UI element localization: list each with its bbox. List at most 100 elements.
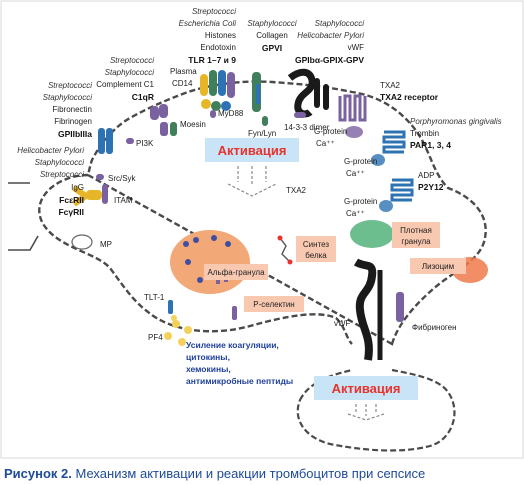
gpvi-line: Collagen xyxy=(256,31,288,40)
itam-label: ITAM xyxy=(114,196,133,205)
tlr-line: Histones xyxy=(205,31,236,40)
tlr-line: Escherichia Coli xyxy=(179,19,237,28)
txa2-receptor-label: TXA2 receptor xyxy=(380,92,439,102)
gprotein-label-3: G-protein xyxy=(344,197,377,206)
mp-label: MP xyxy=(100,240,112,249)
alpha-granule-label: Альфа-гранула xyxy=(207,268,265,277)
vwf-bridge xyxy=(353,258,404,361)
fc-line: Streptococci xyxy=(40,170,84,179)
outcome-line: цитокины, xyxy=(186,352,230,362)
dense-granule xyxy=(350,220,394,248)
fibronectin-line: Fibronectin xyxy=(52,105,92,114)
dimer-label: 14-3-3 dimer xyxy=(284,123,330,132)
gpiibiiia-receptor xyxy=(98,128,113,154)
p2y12-receptor xyxy=(390,178,414,202)
protein-synthesis-line: Синтез xyxy=(303,240,330,249)
gpib-line: Staphylococci xyxy=(315,19,365,28)
complement-line: Complement C1 xyxy=(96,80,154,89)
txa2-inner-label: TXA2 xyxy=(286,186,307,195)
src-syk-label: Src/Syk xyxy=(108,174,137,183)
p-selectin-box xyxy=(244,296,304,312)
alpha-granule-box xyxy=(204,264,268,280)
filopodium xyxy=(8,182,39,251)
adp-label: ADP xyxy=(418,171,434,180)
protein-synthesis-line: белка xyxy=(305,251,327,260)
ca-label-1: Ca⁺⁺ xyxy=(316,139,335,148)
activation-top-label: Активация xyxy=(218,143,287,158)
fc-line: Staphylococci xyxy=(35,158,85,167)
gpib-receptor xyxy=(287,68,329,118)
gpib-group: Staphylococci Helicobacter Pylori vWF GP… xyxy=(295,19,364,65)
outcome-line: антимикробные пептиды xyxy=(186,376,293,386)
gpvi-group: Staphylococci Collagen GPVI xyxy=(247,19,297,53)
lysozyme-label: Лизоцим xyxy=(422,262,454,271)
tlr-line: Streptococci xyxy=(192,7,236,16)
gpib-line: vWF xyxy=(348,43,365,52)
ca-label-3: Ca⁺⁺ xyxy=(346,209,365,218)
dense-granule-line: гранула xyxy=(401,237,431,246)
pf4-label: PF4 xyxy=(148,333,163,342)
gpiibiiia-label: GPIIbIIIa xyxy=(58,129,92,139)
activation-bottom-arrows xyxy=(347,404,385,421)
gpib-label: GPIbα-GPIX-GPV xyxy=(295,55,364,65)
fc-line: Helicobacter Pylori xyxy=(17,146,84,155)
fcgrii-label: FcγRII xyxy=(58,207,84,217)
igg-label: IgG xyxy=(71,183,84,192)
p-selectin-label: Р-селектин xyxy=(253,300,294,309)
vwf-label: vWF xyxy=(334,319,351,328)
c1qr-receptor xyxy=(150,104,168,136)
activation-bottom-box xyxy=(314,376,418,400)
protein-synthesis-strand xyxy=(279,237,291,263)
fcerii-label: FcεRII xyxy=(59,195,84,205)
tlr-receptor xyxy=(200,70,235,111)
protein-synthesis-box xyxy=(296,236,336,262)
alpha-granule xyxy=(170,230,250,294)
caption-number: Рисунок 2. xyxy=(4,466,72,481)
tlr-group: Streptococci Escherichia Coli Histones E… xyxy=(179,7,237,65)
complement-line: Streptococci xyxy=(110,56,154,65)
p-selectin-receptor xyxy=(232,306,237,320)
outcome-text: Усиление коагуляции, цитокины, хемокины,… xyxy=(186,340,293,386)
figure-caption: Рисунок 2. Механизм активации и реакции … xyxy=(0,462,524,485)
par-receptor xyxy=(382,130,406,154)
tlt1-label: TLT-1 xyxy=(144,293,165,302)
moesin-label: Moesin xyxy=(180,120,206,129)
complement-group: Streptococci Staphylococci Complement C1… xyxy=(96,56,154,102)
fibrinogen-label: Фибриноген xyxy=(412,323,457,332)
gprotein-label-2: G-protein xyxy=(344,157,377,166)
activation-bottom-label: Активация xyxy=(332,381,401,396)
cd14-label: CD14 xyxy=(172,79,193,88)
gpvi-line: Staphylococci xyxy=(247,19,297,28)
c1qr-label: C1qR xyxy=(132,92,154,102)
txa2-receptor xyxy=(338,94,367,122)
par-label: PAR1, 3, 4 xyxy=(410,140,451,150)
fc-receptor xyxy=(72,184,108,207)
src-syk-protein xyxy=(96,174,104,180)
plasma-label: Plasma xyxy=(170,67,197,76)
dense-granule-box xyxy=(392,222,440,248)
txa2-label: TXA2 xyxy=(380,81,401,90)
activation-arrows xyxy=(227,166,277,197)
trombin-label: Trombin xyxy=(410,129,439,138)
moesin-protein xyxy=(170,122,177,136)
tlr-line: Endotoxin xyxy=(200,43,236,52)
complement-line: Staphylococci xyxy=(105,68,155,77)
myd88-label: MyD88 xyxy=(218,109,244,118)
fyn-lyn-protein xyxy=(262,116,268,126)
gprotein-label-1: G-protein xyxy=(314,127,347,136)
microparticle xyxy=(71,234,93,250)
pi3k-label: PI3K xyxy=(136,139,154,148)
gpvi-receptor xyxy=(252,72,261,112)
myd88-protein xyxy=(210,110,216,118)
caption-text: Механизм активации и реакции тромбоцитов… xyxy=(75,466,426,481)
pf4-molecules xyxy=(164,315,192,346)
gpib-line: Helicobacter Pylori xyxy=(297,31,364,40)
par-italic-label: Porphyromonas gingivalis xyxy=(410,117,502,126)
fibronectin-line: Staphylococci xyxy=(43,93,93,102)
dense-granule-line: Плотная xyxy=(400,226,432,235)
tlt1-receptor xyxy=(168,300,173,314)
pi3k-protein xyxy=(126,138,134,144)
lysozyme-box xyxy=(410,258,466,274)
p2y12-label: P2Y12 xyxy=(418,182,444,192)
fyn-lyn-label: Fyn/Lyn xyxy=(248,129,276,138)
